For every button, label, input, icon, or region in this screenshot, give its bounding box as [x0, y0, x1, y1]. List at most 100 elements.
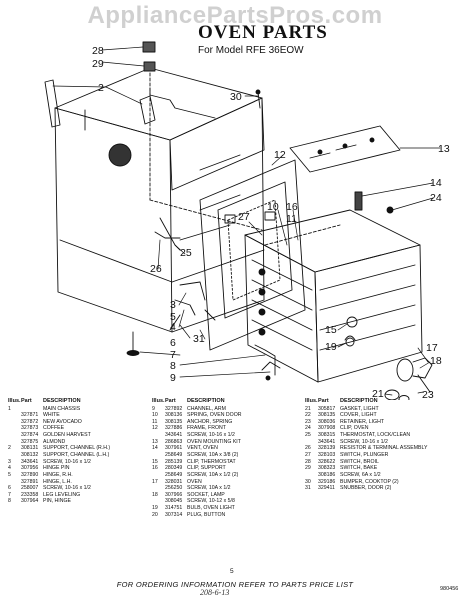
callout-labels: 28 29 2 30 12 13 14 24 10 16 11 27 25 26… [92, 45, 450, 400]
ref-cell: 25 [305, 432, 311, 439]
callout-26: 26 [150, 263, 162, 275]
callout-4: 4 [170, 321, 176, 333]
ref-cell: 11 [152, 418, 158, 425]
ref-cell: 7 [8, 491, 11, 498]
ref-cell: 26 [305, 445, 311, 452]
ref-cell: 3 [8, 458, 11, 465]
part-number-cell: 307956 [21, 465, 39, 472]
ref-cell: 5 [8, 471, 11, 478]
callout-14: 14 [430, 177, 442, 189]
part-number-cell: 327875 [21, 438, 39, 445]
page-subtitle: For Model RFE 36EOW [198, 45, 304, 56]
part-number-cell: 329411 [318, 485, 335, 492]
part-number-cell: 343641 [318, 438, 336, 445]
ref-cell: 13 [152, 438, 158, 445]
description-cell: HINGE, L.H. [43, 478, 72, 485]
callout-11: 11 [286, 213, 297, 225]
part-number-cell: 307908 [318, 425, 336, 432]
part-number-cell: 308132 [21, 451, 39, 458]
description-cell: BULB, OVEN LIGHT [187, 505, 235, 512]
callout-7: 7 [170, 349, 176, 361]
part-number-cell: 327871 [21, 412, 39, 419]
callout-12: 12 [274, 149, 286, 161]
ref-cell: 21 [305, 405, 311, 412]
lamp-assembly [384, 357, 433, 400]
callout-23: 23 [422, 389, 434, 400]
table-row: 256250 SCREW, 10A x 1/2 [152, 485, 282, 492]
description-cell: THERMOSTAT, LOCK/CLEAN [340, 432, 411, 439]
description-cell: SCREW, 10-16 x 1/2 [340, 438, 388, 445]
callout-22: 22 [372, 399, 384, 400]
ref-cell: 9 [152, 405, 155, 412]
part-number-cell: 327891 [21, 478, 39, 485]
description-cell: GOLDEN HARVEST [43, 432, 91, 439]
part-number-cell: 307961 [165, 445, 183, 452]
description-cell: SCREW, 10A x 1/2 [187, 485, 231, 492]
ref-cell: 29 [305, 465, 311, 472]
description-cell: SUPPORT, CHANNEL (L.H.) [43, 451, 110, 458]
description-cell: CHANNEL, ARM [187, 405, 226, 412]
ref-cell: 10 [152, 412, 158, 419]
oven-cavity [244, 209, 423, 383]
part-number-cell: 308135 [165, 418, 183, 425]
door-hardware [254, 344, 281, 381]
ref-cell: 17 [152, 478, 158, 485]
part-number-cell: 307314 [165, 511, 183, 518]
part-number-cell: 233358 [21, 491, 39, 498]
part-number-cell: 305817 [318, 405, 336, 412]
description-cell: GASKET, LIGHT [340, 405, 379, 412]
description-cell: CLIP, THERMOSTAT [187, 458, 236, 465]
part-number-cell: 256250 [165, 485, 183, 492]
callout-25: 25 [180, 247, 192, 259]
callout-13: 13 [438, 143, 450, 155]
description-cell: WHITE [43, 412, 60, 419]
ref-cell: 12 [152, 425, 158, 432]
callout-31: 31 [193, 333, 205, 345]
description-cell: BUMPER, COOKTOP (2) [340, 478, 399, 485]
table-row: 327871 WHITE [8, 412, 138, 419]
leader-lines [52, 46, 441, 400]
ref-cell: 1 [8, 405, 11, 412]
ref-cell: 16 [152, 465, 158, 472]
part-number-cell: 328139 [318, 445, 336, 452]
ref-cell: 28 [305, 458, 311, 465]
main-chassis [54, 67, 265, 333]
page-number: 5 [230, 568, 234, 575]
ref-cell: 30 [305, 478, 311, 485]
description-cell: COFFEE [43, 425, 65, 432]
description-cell: HINGE PIN [43, 465, 70, 472]
description-cell: HINGE, R.H. [43, 471, 73, 478]
ref-cell: 20 [152, 511, 158, 518]
page-title: OVEN PARTS [198, 22, 328, 43]
description-cell: SCREW, 10-16 x 1/2 [43, 458, 91, 465]
ref-cell: 6 [8, 485, 11, 492]
ref-cell: 27 [305, 451, 311, 458]
ref-cell: 22 [305, 412, 311, 419]
front-frame [199, 159, 306, 351]
ref-cell: 23 [305, 418, 311, 425]
part-number-cell: 308136 [165, 412, 183, 419]
part-number-cell: 327890 [21, 471, 39, 478]
description-cell: SCREW, 10-16 x 1/2 [43, 485, 91, 492]
